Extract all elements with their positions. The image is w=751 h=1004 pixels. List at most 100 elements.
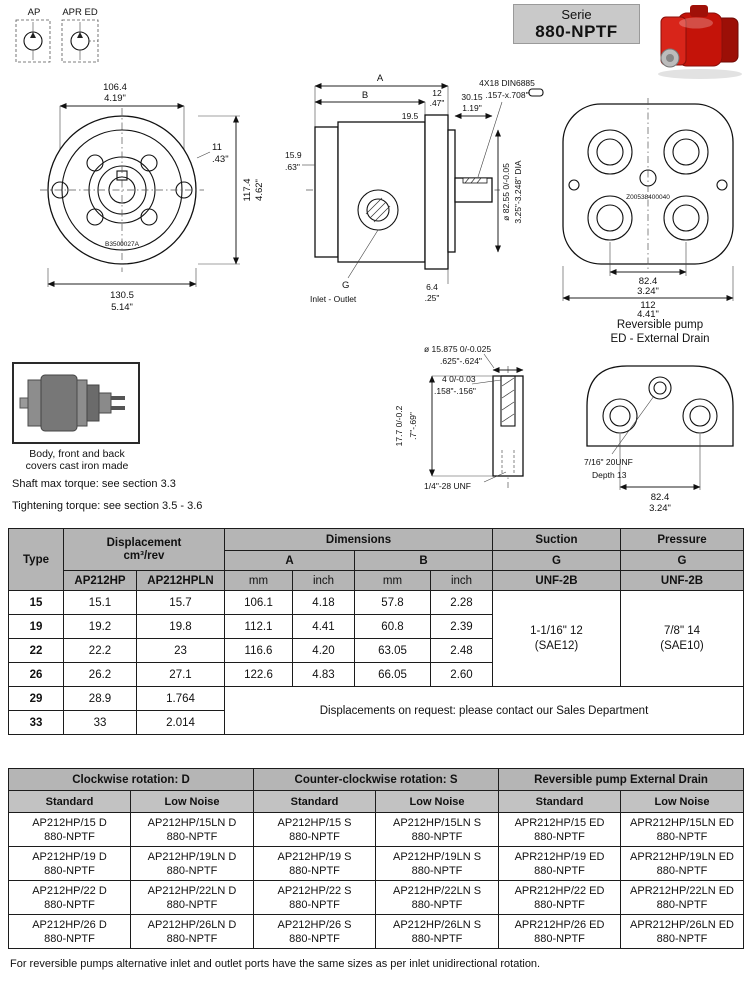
port-g-label: G — [342, 280, 349, 291]
spec-cell: 116.6 — [224, 638, 293, 663]
symbol-apr-ed-icon — [61, 19, 99, 63]
spec-cell: 26.2 — [63, 662, 137, 687]
order-sub-header-row: Standard Low Noise Standard Low Noise St… — [8, 790, 745, 813]
pilot-diameter-mm: ø 82.55 0/-0.05 — [501, 163, 511, 221]
spec-cell: 66.05 — [354, 662, 431, 687]
dim-front-width-mm: 130.5 — [110, 290, 134, 301]
cast-iron-caption-line1: Body, front and back — [29, 448, 125, 460]
dim-flange-mm: 12 — [432, 88, 442, 98]
shaft-detail-drawing: ø 15.875 0/-0.025 .625"-.624" 4 0/-0.03 … — [394, 344, 524, 491]
symbol-ap-icon — [15, 19, 51, 63]
spec-cell: 4.83 — [292, 662, 355, 687]
dimensions-table: Type Displacement cm³/rev Dimensions Suc… — [8, 528, 744, 735]
header-b-mm: mm — [354, 570, 431, 591]
series-title-box: Serie 880-NPTF — [513, 4, 640, 44]
dim-front-step-mm: 11 — [212, 142, 222, 153]
spec-cell: 122.6 — [224, 662, 293, 687]
port-g-caption: Inlet - Outlet — [310, 294, 357, 304]
dim-port-in: .63" — [285, 162, 300, 172]
dim-front-height-mm: 117.4 — [242, 178, 253, 201]
spec-cell: 22.2 — [63, 638, 137, 663]
spec-cell: 4.41 — [292, 614, 355, 639]
series-label: Serie — [561, 6, 592, 22]
cast-iron-caption-line2: covers cast iron made — [25, 460, 129, 472]
dim-reversible-mm: 82.4 — [651, 492, 670, 503]
side-pump-outline — [306, 114, 500, 270]
key-width-mm: 4 0/-0.03 — [442, 374, 476, 384]
header-pressure-g: G — [620, 550, 744, 571]
spec-row: 29 28.9 1.764 Displacements on request: … — [8, 686, 744, 735]
header-standard: Standard — [8, 790, 131, 813]
dim-port-mm: 15.9 — [285, 150, 302, 160]
spec-cell: 106.1 — [224, 590, 293, 615]
spec-cell: 15.1 — [63, 590, 137, 615]
key-spec-inches: .157-x.708" — [485, 90, 528, 100]
spec-cell: 4.18 — [292, 590, 355, 615]
hydraulic-symbols-diagram: AP APR ED — [15, 7, 99, 63]
spec-cell: 2.28 — [430, 590, 493, 615]
spec-row: 19 19.2 19.8 112.1 4.41 60.8 2.39 — [8, 614, 744, 639]
key-icon — [528, 88, 544, 97]
shaft-length-mm: 17.7 0/-0.2 — [394, 405, 404, 446]
header-standard: Standard — [498, 790, 622, 813]
symbol-ap-label: AP — [28, 7, 41, 18]
side-view-drawing: A B 12 .47" 19.5 30.15 1.19" 4X18 DIN688… — [285, 73, 544, 304]
key-spec-label: 4X18 DIN6885 — [479, 78, 535, 88]
header-low-noise: Low Noise — [129, 790, 255, 813]
order-group-header-row: Clockwise rotation: D Counter-clockwise … — [7, 768, 745, 791]
header-ap212hpln: AP212HPLN — [136, 570, 225, 591]
front-body-code: B3500027A — [105, 241, 140, 248]
spec-cell: 23 — [136, 638, 225, 663]
dim-back-bolt-in: 3.24" — [637, 286, 659, 297]
header-standard: Standard — [253, 790, 377, 813]
dim-shaft-in: 1.19" — [462, 103, 482, 113]
spec-cell: 63.05 — [354, 638, 431, 663]
header-clockwise: Clockwise rotation: D — [7, 768, 255, 791]
spec-cell: 15.7 — [136, 590, 225, 615]
spec-cell: 4.20 — [292, 638, 355, 663]
reversible-title-line2: ED - External Drain — [610, 333, 710, 345]
dim-flange-in: .47" — [430, 98, 445, 108]
header-type: Type — [8, 528, 64, 591]
spec-cell: 60.8 — [354, 614, 431, 639]
header-suction-unf: UNF-2B — [492, 570, 621, 591]
table-header-row: AP212HP AP212HPLN mm inch mm inch UNF-2B… — [9, 570, 744, 591]
header-reversible: Reversible pump External Drain — [498, 768, 745, 791]
shaft-thread-label: 1/4"-28 UNF — [424, 481, 471, 491]
type-cell: 19 — [8, 614, 64, 639]
shaft-diameter-mm: ø 15.875 0/-0.025 — [424, 344, 491, 354]
suction-thread-cell: 1-1/16" 12 (SAE12) — [492, 590, 621, 687]
reversible-pump-outline — [586, 365, 734, 447]
header-dim-a: A — [224, 550, 355, 571]
dim-back-width-in: 4.41" — [637, 309, 659, 318]
table-header-row: Type Displacement cm³/rev Dimensions Suc… — [8, 528, 744, 591]
header-displacement-unit: cm³/rev — [123, 549, 165, 562]
dim-front-width-in: 5.14" — [111, 302, 133, 313]
shaft-length-in: .7"-.69" — [408, 412, 418, 440]
dim-back-width-mm: 112 — [640, 300, 655, 311]
spec-row: 26 26.2 27.1 122.6 4.83 66.05 2.60 — [8, 662, 744, 687]
front-view-drawing: 106.4 4.19" B3500027A 11 .43" 117.4 4.62… — [40, 82, 265, 313]
header-suction: Suction — [492, 528, 621, 551]
reversible-pump-title: Reversible pump ED - External Drain — [575, 318, 745, 346]
displacement-request-note: Displacements on request: please contact… — [224, 686, 744, 735]
spec-row: 33 33 2.014 — [8, 710, 744, 735]
dim-front-height-in: 4.62" — [254, 179, 265, 201]
